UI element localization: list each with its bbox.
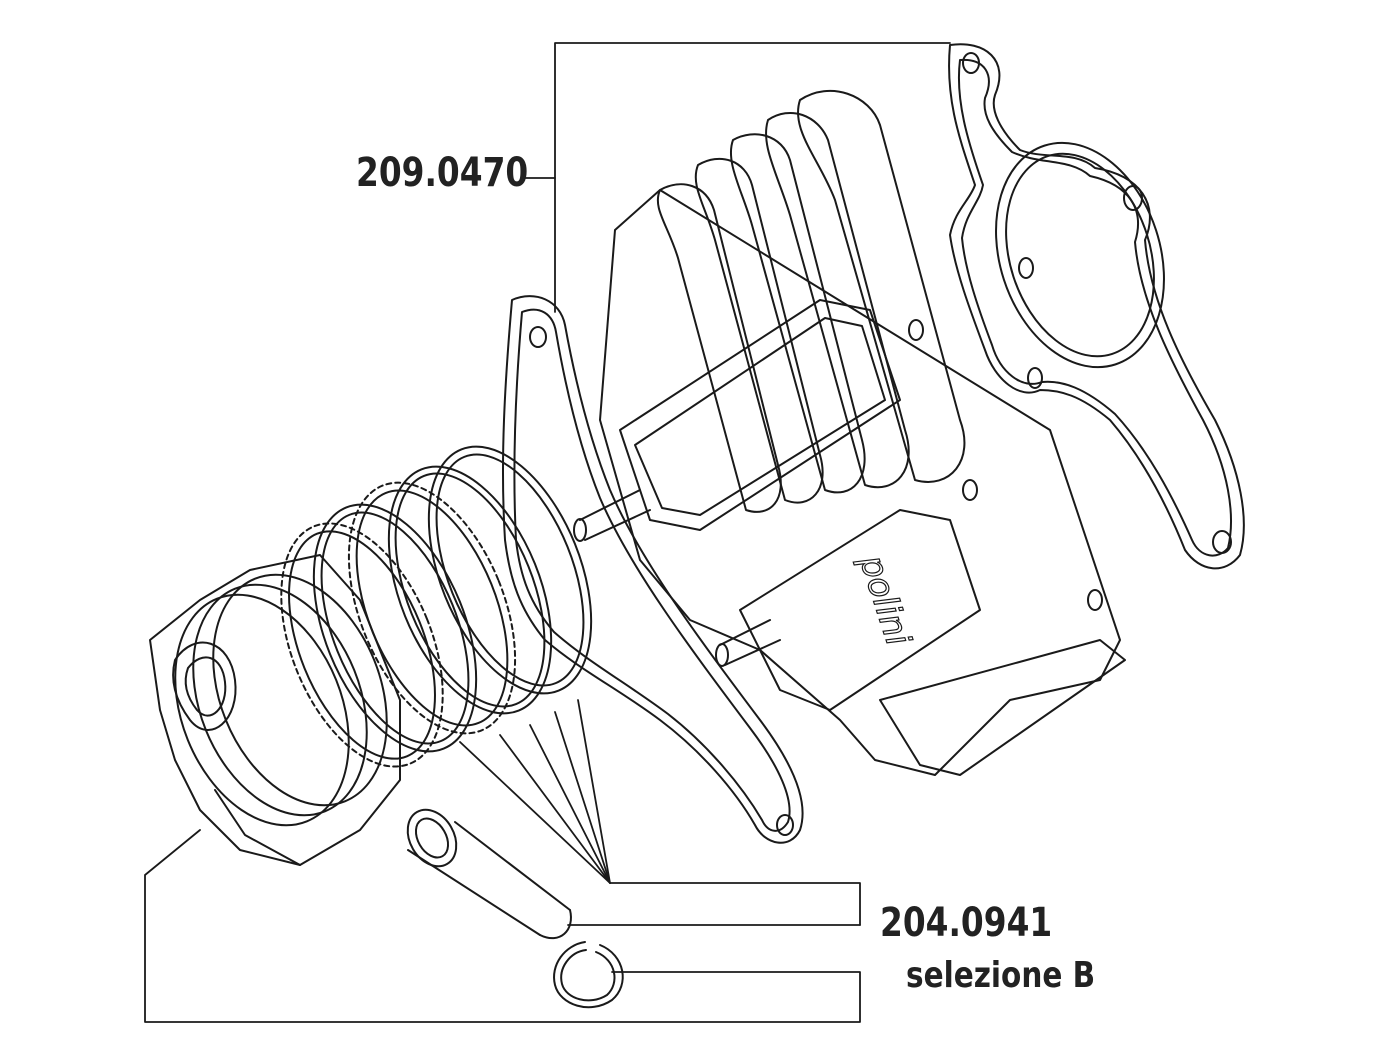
label-cylinder-kit-code: 209.0470 bbox=[356, 150, 529, 196]
leader-ring-4 bbox=[554, 711, 611, 884]
label-piston-selection: selezione B bbox=[906, 955, 1096, 996]
piston bbox=[149, 554, 401, 866]
circlip bbox=[553, 941, 624, 1009]
piston-rings bbox=[280, 445, 593, 768]
label-piston-code: 204.0941 bbox=[880, 900, 1053, 946]
piston-pin bbox=[406, 808, 572, 940]
leader-rings-bracket bbox=[609, 882, 861, 926]
cylinder bbox=[573, 90, 1126, 776]
cylinder-logo: polini bbox=[851, 549, 918, 651]
leader-209-top bbox=[521, 42, 951, 179]
leader-lines bbox=[144, 42, 951, 1023]
leader-ring-5 bbox=[577, 699, 611, 884]
leader-ring-3 bbox=[529, 724, 611, 884]
head-gasket bbox=[948, 43, 1245, 570]
leader-ring-1 bbox=[459, 741, 611, 884]
leader-clip-piston bbox=[144, 829, 861, 1023]
leader-ring-2 bbox=[499, 734, 611, 884]
base-gasket bbox=[501, 295, 804, 844]
